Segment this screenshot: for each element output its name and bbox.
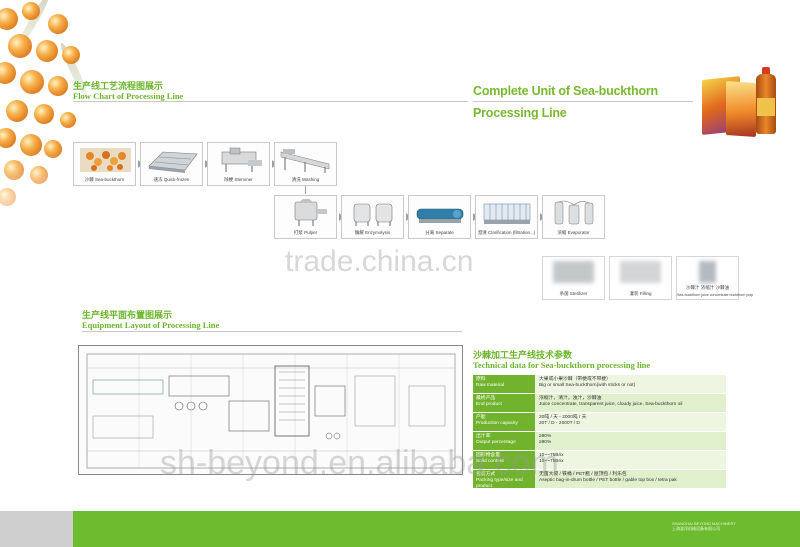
divider xyxy=(73,101,468,102)
tech-key-en: Solid content xyxy=(476,459,504,464)
step-label: 清洗 Washing xyxy=(291,177,320,182)
step-label: 沙棘汁 浓缩汁 沙棘油 xyxy=(686,285,729,290)
tech-value-en: ≥90% xyxy=(539,440,552,445)
step-label: 速冻 Quick-frozen xyxy=(153,177,190,182)
sea-buckthorn-berries-image xyxy=(0,0,95,240)
step-label: 灌装 Filling xyxy=(629,291,652,296)
filter-icon xyxy=(483,203,531,224)
sterilizer-icon xyxy=(553,261,594,283)
flow-step-clarification: 澄清 Clarification (filtration...) xyxy=(475,195,538,239)
flow-chart-title-en: Flow Chart of Processing Line xyxy=(73,91,184,101)
berries-icon xyxy=(80,148,131,172)
tech-value-cn: 浓缩汁，清汁，浊汁，沙棘油 xyxy=(539,396,602,401)
filler-icon xyxy=(620,261,661,283)
tech-value-en: Aseptic bag-in-drum bottle / PET bottle … xyxy=(539,478,677,483)
company-logo: SHANGHAI BEYOND MACHINERY 上海波洋机械设备有限公司 xyxy=(672,521,736,531)
flow-step-separate: 分离 Separate xyxy=(408,195,471,239)
stemmer-icon xyxy=(221,147,262,172)
layout-title-cn: 生产线平面布置图展示 xyxy=(82,311,173,321)
flow-step-filling: 灌装 Filling xyxy=(609,256,672,300)
step-label: 杀菌 Sterilizer xyxy=(559,291,588,296)
tech-key-en: Production capacity xyxy=(476,421,518,426)
watermark-trade-china: trade.china.cn xyxy=(285,245,474,278)
product-title-line1: Complete Unit of Sea-buckthorn xyxy=(473,84,658,98)
company-name-en: SHANGHAI BEYOND MACHINERY xyxy=(672,521,736,526)
tech-title-cn: 沙棘加工生产线技术参数 xyxy=(473,351,573,361)
equipment-layout-drawing xyxy=(78,345,463,475)
tech-value-cn: 10~~75Brix xyxy=(539,453,564,458)
product-title-line2: Processing Line xyxy=(473,106,567,120)
step-label: 酶解 Enzymolysis xyxy=(354,230,391,235)
flow-step-enzymolysis: 酶解 Enzymolysis xyxy=(341,195,404,239)
step-label: 分离 Separate xyxy=(425,230,454,235)
tech-value-cn: ≥90% xyxy=(539,434,552,439)
tech-value-cn: 无菌大袋 / 铁桶 / PET瓶 / 屋顶包 / 利乐包 xyxy=(539,472,627,477)
flow-step-sea-buckthorn: 沙棘 Sea-buckthorn xyxy=(73,142,136,186)
step-label: 打浆 Pulper xyxy=(293,230,318,235)
flow-chart-title-cn: 生产线工艺流程图展示 xyxy=(73,82,164,92)
tech-value-cn: 20吨 / 天 - 2000吨 / 天 xyxy=(539,415,587,420)
tech-key-cn: 出汁率 xyxy=(476,434,491,439)
flow-step-stemmer: 除梗 Stemmer xyxy=(207,142,270,186)
footer-bar: SHANGHAI BEYOND MACHINERY 上海波洋机械设备有限公司 xyxy=(0,511,800,547)
washer-icon xyxy=(280,149,330,173)
flow-step-sterilizer: 杀菌 Sterilizer xyxy=(542,256,605,300)
tech-title-en: Technical data for Sea-buckthorn process… xyxy=(473,360,651,370)
flow-step-washing: 清洗 Washing xyxy=(274,142,337,186)
tech-key-cn: 产能 xyxy=(476,415,486,420)
step-label: 除梗 Stemmer xyxy=(224,177,253,182)
tech-key-en: Packing type/size and product xyxy=(476,478,523,489)
flow-step-end-product: 沙棘汁 浓缩汁 沙棘油 Sea-buckthorn juice concentr… xyxy=(676,256,754,300)
tech-value-en: Big or small Sea-buckthorn(with sticks o… xyxy=(539,383,636,388)
freezer-icon xyxy=(148,151,198,173)
tech-value-en: 20T / D - 2000T / D xyxy=(539,421,580,426)
layout-title-en: Equipment Layout of Processing Line xyxy=(82,320,220,330)
tech-key-cn: 原料 xyxy=(476,377,486,382)
flow-connector xyxy=(305,186,306,194)
flow-step-pulper: 打浆 Pulper xyxy=(274,195,337,239)
tech-key-cn: 固形物含量 xyxy=(476,453,500,458)
tech-key-en: Output percentage xyxy=(476,440,516,445)
tech-key-cn: 包装方式 xyxy=(476,472,496,477)
flow-step-evaporator: 浓缩 Evaporator xyxy=(542,195,605,239)
footer-grey-block xyxy=(0,511,73,547)
pulper-icon xyxy=(294,199,327,226)
divider xyxy=(473,101,693,102)
tech-key-en: End product xyxy=(476,402,502,407)
step-label: 澄清 Clarification (filtration...) xyxy=(477,230,536,235)
step-label: 浓缩 Evaporator xyxy=(557,230,590,235)
company-name-cn: 上海波洋机械设备有限公司 xyxy=(672,526,720,531)
tech-value-en: 10~~75Brix xyxy=(539,459,564,464)
flow-step-quick-frozen: 速冻 Quick-frozen xyxy=(140,142,203,186)
tech-value-en: Juice concentrate, transparent juice, cl… xyxy=(539,402,683,407)
tech-value-cn: 大果或小果沙棘（带梗或不带梗） xyxy=(539,377,611,382)
tank-icon xyxy=(353,203,393,226)
step-sublabel: Sea-buckthorn juice concentrate buckthor… xyxy=(677,293,754,297)
step-label: 沙棘 Sea-buckthorn xyxy=(84,177,125,182)
tech-key-en: Raw material xyxy=(476,383,504,388)
evaporator-icon xyxy=(554,200,594,225)
decanter-icon xyxy=(416,208,464,223)
watermark-alibaba: sh-beyond.en.alibaba.com xyxy=(160,444,559,482)
tech-key-cn: 最终产品 xyxy=(476,396,496,401)
divider xyxy=(82,331,462,332)
